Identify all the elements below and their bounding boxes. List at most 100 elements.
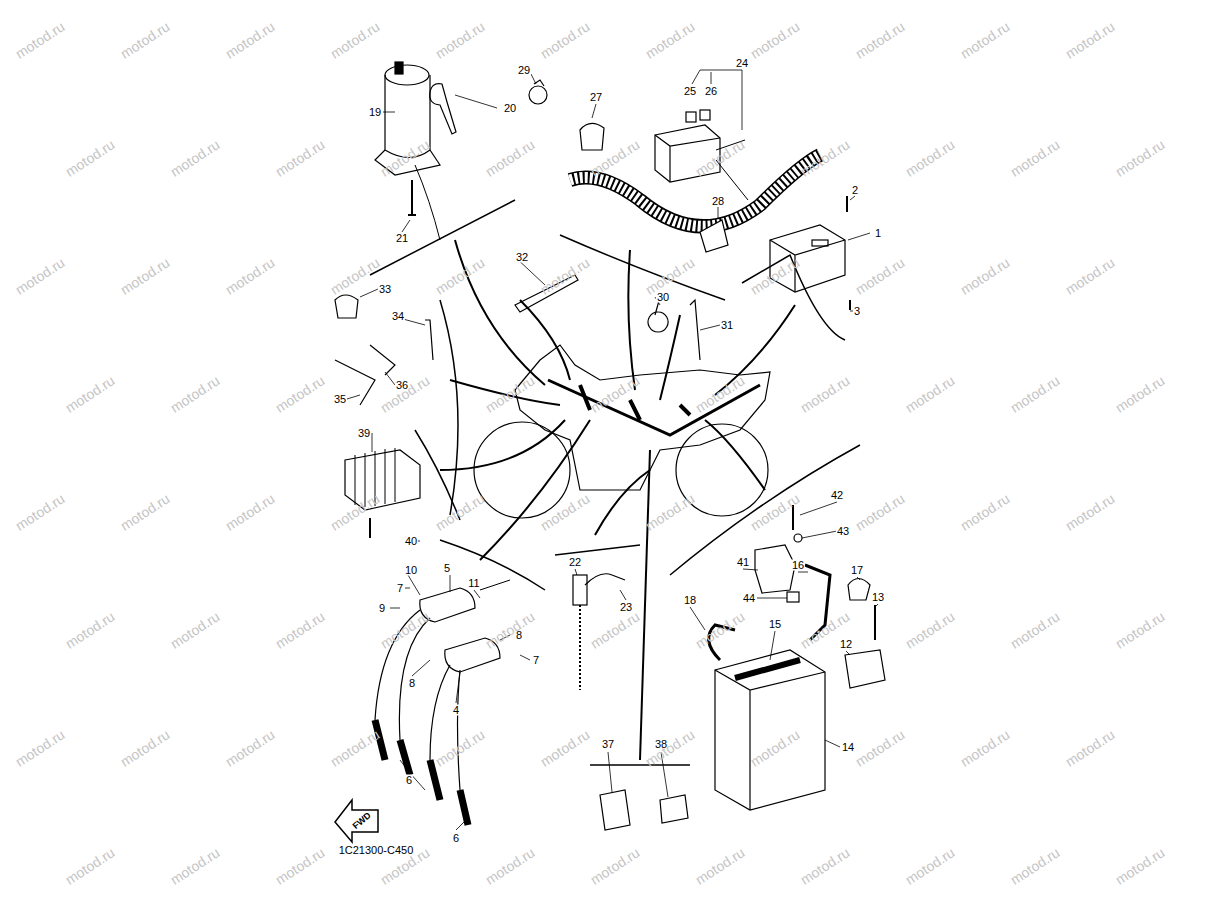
watermark: motod.ru [1063, 491, 1117, 533]
callout-number: 31 [720, 320, 734, 331]
callout-number: 35 [333, 394, 347, 405]
watermark: motod.ru [168, 845, 222, 887]
callout-number: 13 [871, 592, 885, 603]
watermark: motod.ru [538, 19, 592, 61]
watermark: motod.ru [13, 255, 67, 297]
callout-number: 43 [836, 526, 850, 537]
watermark: motod.ru [958, 255, 1012, 297]
watermark: motod.ru [588, 137, 642, 179]
watermark: motod.ru [643, 19, 697, 61]
watermark: motod.ru [168, 609, 222, 651]
watermark: motod.ru [118, 727, 172, 769]
callout-number: 37 [601, 739, 615, 750]
callout-number: 15 [768, 619, 782, 630]
watermark: motod.ru [798, 373, 852, 415]
callout-number: 40 [404, 536, 418, 547]
callout-number: 4 [452, 705, 460, 716]
watermark: motod.ru [853, 19, 907, 61]
watermark: motod.ru [588, 609, 642, 651]
watermark: motod.ru [63, 137, 117, 179]
callout-number: 2 [851, 185, 859, 196]
watermark: motod.ru [63, 609, 117, 651]
callout-number: 44 [742, 593, 756, 604]
callout-number: 28 [711, 196, 725, 207]
callout-number: 8 [408, 678, 416, 689]
watermark: motod.ru [1008, 373, 1062, 415]
watermark: motod.ru [1113, 845, 1167, 887]
watermark: motod.ru [223, 491, 277, 533]
watermark: motod.ru [483, 609, 537, 651]
watermark: motod.ru [958, 491, 1012, 533]
watermark: motod.ru [903, 373, 957, 415]
callout-number: 26 [704, 86, 718, 97]
watermark: motod.ru [853, 727, 907, 769]
callout-number: 19 [368, 107, 382, 118]
forward-arrow-text: FWD [351, 811, 372, 831]
diagram-code: 1C21300-C450 [339, 845, 414, 856]
watermark: motod.ru [13, 727, 67, 769]
watermark: motod.ru [693, 845, 747, 887]
watermark: motod.ru [273, 137, 327, 179]
callout-number: 5 [443, 563, 451, 574]
watermark: motod.ru [1008, 609, 1062, 651]
callout-number: 29 [517, 65, 531, 76]
callout-number: 41 [736, 557, 750, 568]
watermark: motod.ru [328, 727, 382, 769]
watermark: motod.ru [63, 373, 117, 415]
watermark: motod.ru [1063, 19, 1117, 61]
callout-number: 34 [391, 311, 405, 322]
watermark: motod.ru [13, 491, 67, 533]
callout-number: 9 [378, 603, 386, 614]
watermark: motod.ru [273, 609, 327, 651]
watermark: motod.ru [1113, 137, 1167, 179]
watermark: motod.ru [13, 19, 67, 61]
watermark: motod.ru [853, 491, 907, 533]
callout-number: 33 [378, 284, 392, 295]
callout-number: 17 [850, 565, 864, 576]
callout-number: 24 [735, 58, 749, 69]
watermark: motod.ru [958, 19, 1012, 61]
watermark: motod.ru [853, 255, 907, 297]
watermark: motod.ru [118, 491, 172, 533]
watermark: motod.ru [433, 491, 487, 533]
callout-number: 7 [532, 655, 540, 666]
watermark: motod.ru [223, 727, 277, 769]
watermark: motod.ru [798, 845, 852, 887]
callout-number: 32 [515, 252, 529, 263]
watermark: motod.ru [1113, 609, 1167, 651]
callout-number: 25 [683, 86, 697, 97]
watermark: motod.ru [118, 19, 172, 61]
callout-number: 22 [568, 557, 582, 568]
watermark: motod.ru [903, 845, 957, 887]
watermark: motod.ru [903, 137, 957, 179]
watermark: motod.ru [168, 373, 222, 415]
watermark: motod.ru [958, 727, 1012, 769]
callout-number: 18 [683, 595, 697, 606]
watermark: motod.ru [748, 19, 802, 61]
watermark: motod.ru [328, 19, 382, 61]
callout-number: 14 [841, 742, 855, 753]
callout-number: 21 [395, 233, 409, 244]
watermark: motod.ru [1063, 727, 1117, 769]
watermark: motod.ru [273, 845, 327, 887]
callout-number: 42 [830, 490, 844, 501]
watermark: motod.ru [483, 373, 537, 415]
callout-number: 10 [404, 565, 418, 576]
watermark: motod.ru [903, 609, 957, 651]
callout-number: 20 [503, 103, 517, 114]
watermark: motod.ru [378, 609, 432, 651]
watermark: motod.ru [643, 727, 697, 769]
watermark: motod.ru [483, 845, 537, 887]
watermark: motod.ru [1008, 137, 1062, 179]
watermark: motod.ru [433, 255, 487, 297]
watermark: motod.ru [538, 255, 592, 297]
callout-number: 6 [405, 775, 413, 786]
watermark: motod.ru [538, 727, 592, 769]
callout-number: 11 [467, 578, 480, 589]
watermark: motod.ru [588, 845, 642, 887]
watermark: motod.ru [748, 255, 802, 297]
watermark: motod.ru [118, 255, 172, 297]
callout-number: 6 [452, 833, 460, 844]
